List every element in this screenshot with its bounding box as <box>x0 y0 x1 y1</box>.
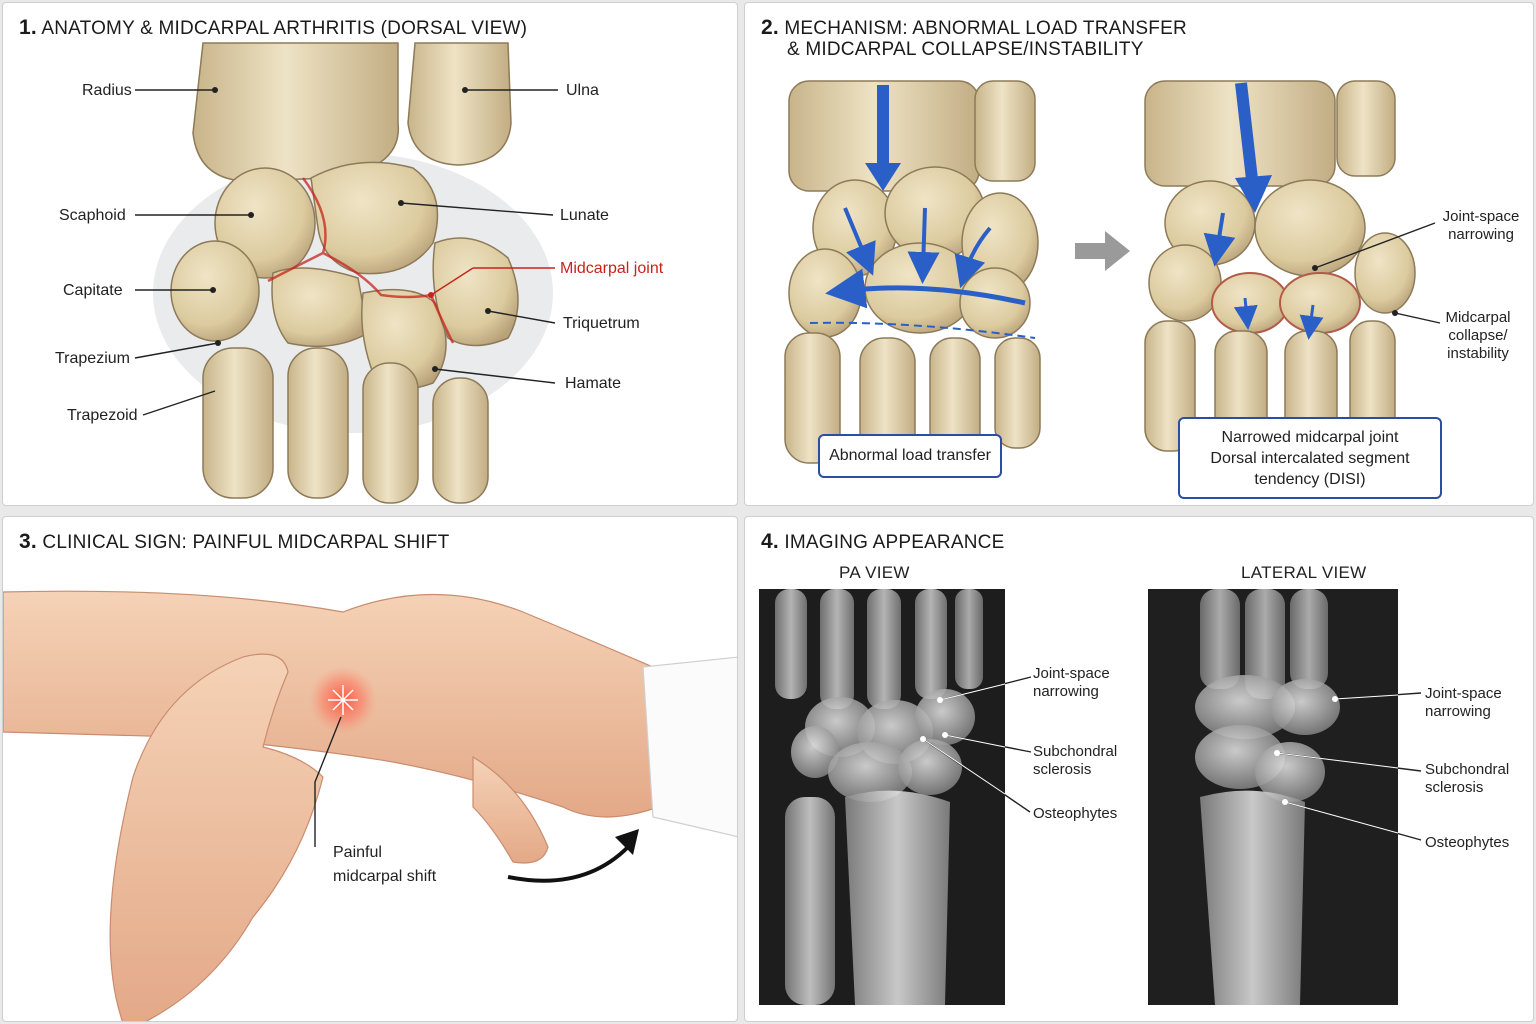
label-lunate: Lunate <box>560 207 609 224</box>
lat-label-osteophytes: Osteophytes <box>1425 834 1510 851</box>
label-painful-shift-line2: midcarpal shift <box>333 868 437 885</box>
panel-mechanism: 2. MECHANISM: ABNORMAL LOAD TRANSFER & M… <box>744 2 1534 506</box>
pa-label-joint-space-narrowing: Joint-space narrowing <box>1033 665 1110 701</box>
panel-number: 3. <box>19 530 37 553</box>
lat-label-subchondral-sclerosis: Subchondral sclerosis <box>1425 761 1509 797</box>
label-line: narrowing <box>1448 226 1514 243</box>
lateral-view-title: LATERAL VIEW <box>1241 563 1367 582</box>
label-trapezoid: Trapezoid <box>67 407 138 424</box>
label-midcarpal-joint: Midcarpal joint <box>560 260 664 277</box>
panel-title: 3. CLINICAL SIGN: PAINFUL MIDCARPAL SHIF… <box>19 531 449 554</box>
panel-title-text: IMAGING APPEARANCE <box>784 532 1005 553</box>
label-line: Joint-space <box>1442 208 1520 225</box>
label-line: sclerosis <box>1033 761 1092 778</box>
label-scaphoid: Scaphoid <box>59 207 126 224</box>
label-line: Midcarpal <box>1445 309 1511 326</box>
panel-title: 4. IMAGING APPEARANCE <box>761 531 1004 554</box>
label-painful-shift-line1: Painful <box>333 844 382 861</box>
xray-illustrations <box>759 589 1422 1005</box>
box-line: tendency (DISI) <box>1254 471 1366 488</box>
pa-view-title: PA VIEW <box>839 563 910 582</box>
label-radius: Radius <box>82 82 132 99</box>
label-line: narrowing <box>1425 703 1491 720</box>
label-joint-space-narrowing: Joint-space narrowing <box>1433 208 1529 244</box>
panel-title: 1. ANATOMY & MIDCARPAL ARTHRITIS (DORSAL… <box>19 17 527 40</box>
label-midcarpal-collapse: Midcarpal collapse/ instability <box>1433 309 1523 363</box>
box-line: Narrowed midcarpal joint <box>1221 429 1399 446</box>
panel-title-text: CLINICAL SIGN: PAINFUL MIDCARPAL SHIFT <box>42 532 450 553</box>
label-ulna: Ulna <box>566 82 599 99</box>
label-capitate: Capitate <box>63 282 123 299</box>
label-line: narrowing <box>1033 683 1099 700</box>
wrist-anatomy-illustration <box>134 42 558 504</box>
label-line: collapse/ <box>1448 327 1508 344</box>
lat-label-joint-space-narrowing: Joint-space narrowing <box>1425 685 1502 721</box>
label-line: Subchondral <box>1033 743 1118 760</box>
label-trapezium: Trapezium <box>55 350 130 367</box>
label-line: instability <box>1447 345 1509 362</box>
panel-clinical-sign: 3. CLINICAL SIGN: PAINFUL MIDCARPAL SHIF… <box>2 516 738 1022</box>
box-narrowed-joint-disi: Narrowed midcarpal joint Dorsal intercal… <box>1178 417 1442 499</box>
panel-title: 2. MECHANISM: ABNORMAL LOAD TRANSFER <box>761 17 1187 40</box>
label-hamate: Hamate <box>565 375 622 392</box>
label-line: Joint-space <box>1425 685 1502 702</box>
panel-title-line1: MECHANISM: ABNORMAL LOAD TRANSFER <box>784 18 1187 39</box>
panel-number: 2. <box>761 16 779 39</box>
panel-title-line2: & MIDCARPAL COLLAPSE/INSTABILITY <box>787 39 1144 60</box>
label-line: Joint-space <box>1033 665 1110 682</box>
panel-number: 1. <box>19 16 37 39</box>
panel-anatomy: 1. ANATOMY & MIDCARPAL ARTHRITIS (DORSAL… <box>2 2 738 506</box>
label-triquetrum: Triquetrum <box>563 315 640 332</box>
label-line: Subchondral <box>1425 761 1510 778</box>
panel-title-text: ANATOMY & MIDCARPAL ARTHRITIS (DORSAL VI… <box>41 18 528 39</box>
pa-label-subchondral-sclerosis: Subchondral sclerosis <box>1033 743 1117 779</box>
mechanism-illustration <box>784 80 1441 464</box>
box-abnormal-load-transfer: Abnormal load transfer <box>818 434 1002 478</box>
panel-imaging: 4. IMAGING APPEARANCE PA VIEW LATERAL VI… <box>744 516 1534 1022</box>
box-line: Dorsal intercalated segment <box>1210 450 1410 467</box>
label-line: sclerosis <box>1425 779 1484 796</box>
panel-number: 4. <box>761 530 779 553</box>
hand-exam-illustration <box>3 590 737 1021</box>
pa-label-osteophytes: Osteophytes <box>1033 805 1118 822</box>
